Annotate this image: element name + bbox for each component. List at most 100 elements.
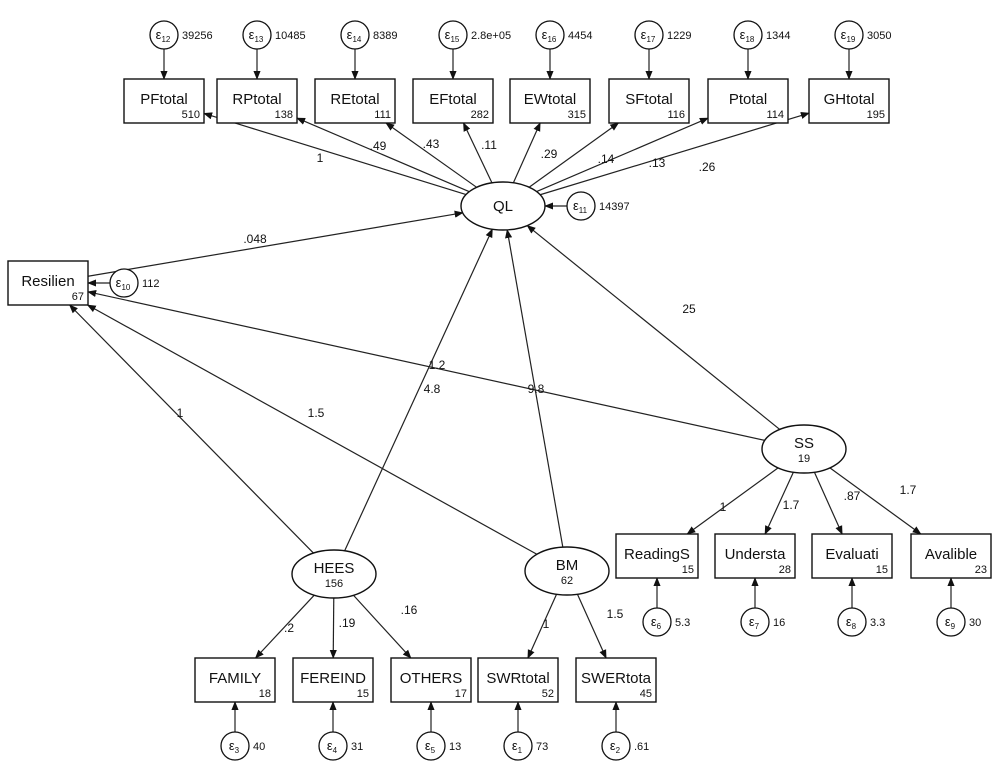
observed-variable-intercept: 23 bbox=[975, 564, 987, 576]
latent-variable-ellipse bbox=[291, 549, 377, 599]
error-variance-label: 14397 bbox=[599, 201, 630, 213]
observed-variable-intercept: 114 bbox=[766, 109, 784, 121]
path-arrow-hees-to-family bbox=[254, 594, 315, 659]
observed-variable-box bbox=[123, 78, 205, 124]
error-term-symbol: ε2 bbox=[610, 738, 621, 755]
error-variance-label: .61 bbox=[634, 741, 649, 753]
observed-variable-name: EWtotal bbox=[524, 91, 577, 108]
observed-variable-intercept: 282 bbox=[471, 109, 489, 121]
observed-variable-name: SFtotal bbox=[625, 91, 673, 108]
observed-variable-name: Evaluati bbox=[825, 546, 878, 563]
error-variance-label: 16 bbox=[773, 617, 785, 629]
error-term-symbol: ε8 bbox=[846, 614, 857, 631]
error-term-circle bbox=[601, 731, 631, 761]
path-coefficient-label: .49 bbox=[370, 139, 387, 153]
error-term-subscript: 13 bbox=[254, 35, 263, 44]
observed-variable-name: Ptotal bbox=[729, 91, 767, 108]
path-arrow-bm-to-swertota bbox=[576, 593, 607, 659]
error-term-subscript: 5 bbox=[431, 746, 436, 755]
error-term-circle bbox=[834, 20, 864, 50]
observed-variable-box bbox=[615, 533, 699, 579]
path-arrow-ss-to-readings bbox=[686, 467, 779, 535]
error-term-circle bbox=[634, 20, 664, 50]
observed-variable-intercept: 111 bbox=[374, 109, 391, 121]
error-term-symbol: ε3 bbox=[229, 738, 240, 755]
observed-variable-intercept: 138 bbox=[275, 109, 293, 121]
latent-variable-ellipse bbox=[524, 546, 610, 596]
error-term-circle bbox=[837, 607, 867, 637]
error-term-symbol: ε4 bbox=[327, 738, 338, 755]
observed-variable-intercept: 18 bbox=[259, 688, 271, 700]
path-coefficient-label: .13 bbox=[649, 156, 666, 170]
path-coefficient-label: 1 bbox=[177, 406, 184, 420]
latent-variable-name: SS bbox=[794, 435, 814, 452]
error-term-circle bbox=[318, 731, 348, 761]
observed-variable-box bbox=[216, 78, 298, 124]
error-variance-label: 73 bbox=[536, 741, 548, 753]
observed-variable-box bbox=[910, 533, 992, 579]
observed-variable-name: PFtotal bbox=[140, 91, 188, 108]
path-arrow-ss-to-understa bbox=[764, 471, 794, 535]
error-variance-label: 112 bbox=[142, 278, 160, 290]
path-arrow-ql-to-pftotal bbox=[203, 112, 467, 196]
error-term-circle bbox=[220, 731, 250, 761]
observed-variable-intercept: 15 bbox=[682, 564, 694, 576]
error-variance-label: 5.3 bbox=[675, 617, 690, 629]
path-coefficient-label: .87 bbox=[844, 489, 861, 503]
observed-variable-name: Avalible bbox=[925, 546, 977, 563]
observed-variable-intercept: 17 bbox=[455, 688, 467, 700]
observed-variable-box bbox=[412, 78, 494, 124]
latent-variable-ellipse bbox=[460, 181, 546, 231]
path-arrow-hees-to-resilien bbox=[68, 304, 314, 554]
path-arrow-ql-to-ghtotal bbox=[539, 112, 810, 196]
path-coefficient-label: .19 bbox=[339, 616, 356, 630]
observed-variable-name: EFtotal bbox=[429, 91, 477, 108]
observed-variable-box bbox=[811, 533, 893, 579]
observed-variable-name: GHtotal bbox=[824, 91, 875, 108]
error-variance-label: 40 bbox=[253, 741, 265, 753]
latent-variable-name: QL bbox=[493, 198, 513, 215]
error-variance-label: 4454 bbox=[568, 30, 592, 42]
path-coefficient-label: .29 bbox=[541, 147, 558, 161]
error-term-circle bbox=[740, 607, 770, 637]
nodes-layer: PFtotal510ε12RPtotal138ε13REtotal111ε14E… bbox=[7, 20, 992, 761]
path-coefficient-label: .048 bbox=[243, 232, 267, 246]
error-term-subscript: 6 bbox=[657, 622, 662, 631]
observed-variable-intercept: 45 bbox=[640, 688, 652, 700]
path-coefficient-label: 1.7 bbox=[900, 483, 917, 497]
observed-variable-name: SWERtota bbox=[581, 670, 652, 687]
error-term-circle bbox=[242, 20, 272, 50]
error-term-subscript: 2 bbox=[616, 746, 621, 755]
path-arrow-hees-to-fereind bbox=[329, 597, 337, 659]
observed-variable-intercept: 510 bbox=[182, 109, 200, 121]
latent-variable-ellipse bbox=[761, 424, 847, 474]
observed-variable-box bbox=[509, 78, 591, 124]
observed-variable-name: FAMILY bbox=[209, 670, 261, 687]
error-variance-label: 31 bbox=[351, 741, 363, 753]
path-arrow-resilien-to-ql bbox=[87, 210, 464, 277]
error-term-circle bbox=[642, 607, 672, 637]
path-arrow-bm-to-resilien bbox=[86, 304, 538, 555]
error-variance-label: 10485 bbox=[275, 30, 306, 42]
latent-variable-ql: QL bbox=[460, 181, 546, 231]
observed-variable-intercept: 315 bbox=[568, 109, 586, 121]
latent-variable-name: BM bbox=[556, 557, 579, 574]
observed-variable-name: ReadingS bbox=[624, 546, 690, 563]
observed-variable-name: FEREIND bbox=[300, 670, 366, 687]
path-coefficient-label: .26 bbox=[699, 160, 716, 174]
observed-variable-name: SWRtotal bbox=[486, 670, 549, 687]
path-coefficient-label: 1.7 bbox=[783, 498, 800, 512]
observed-variable-intercept: 116 bbox=[667, 109, 685, 121]
observed-variable-intercept: 15 bbox=[357, 688, 369, 700]
